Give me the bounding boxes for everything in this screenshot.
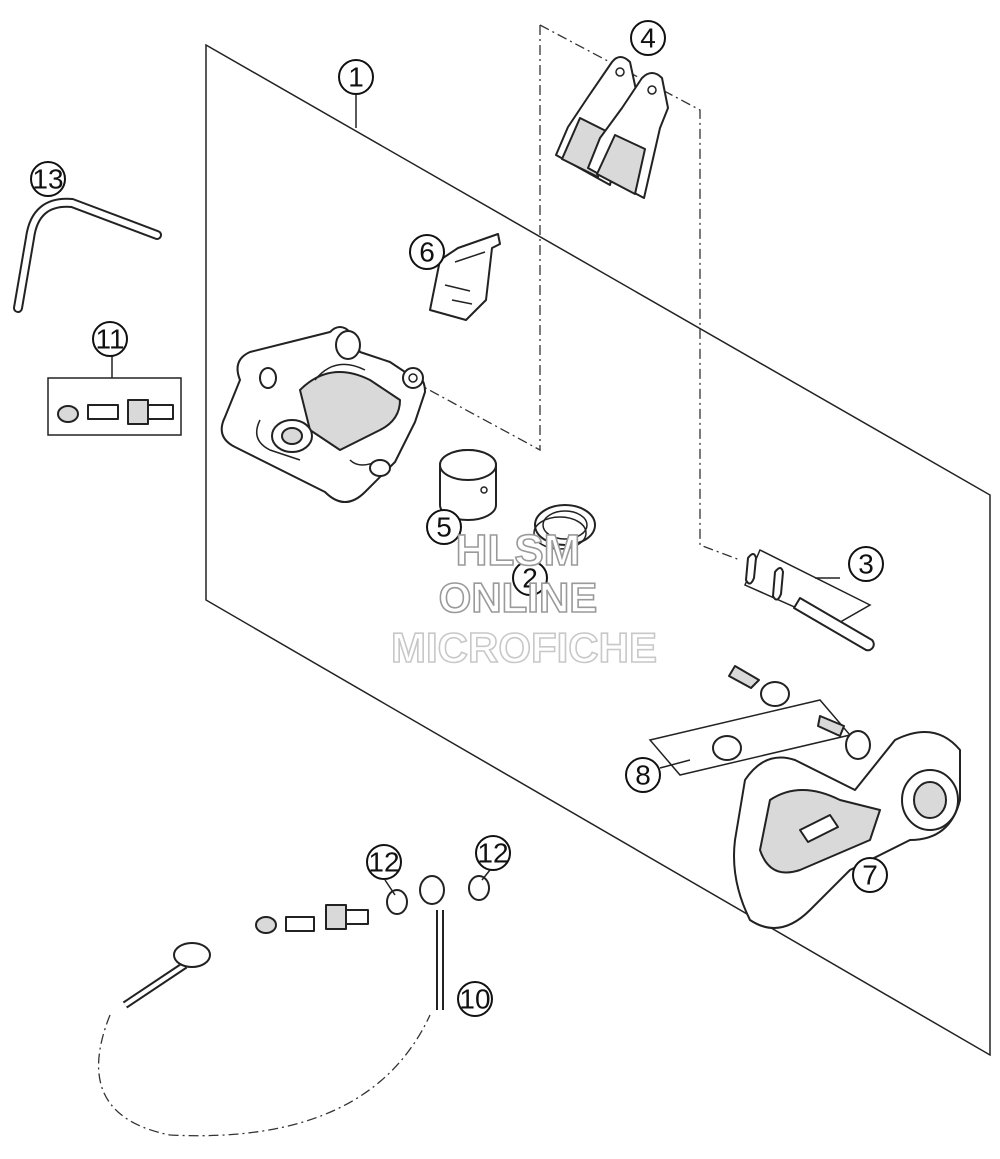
- dashed-line-pads: [419, 25, 541, 452]
- callout-12-left: 12: [366, 844, 402, 880]
- callout-1: 1: [338, 59, 374, 95]
- svg-text:7: 7: [862, 860, 878, 891]
- callout-6: 6: [409, 234, 445, 270]
- bleeder-set-part-11: [47, 355, 182, 436]
- hose-part-13: [13, 197, 162, 313]
- caliper-bracket-part-7: [733, 730, 961, 929]
- svg-text:3: 3: [858, 549, 874, 580]
- seal-ring-part-2: [533, 504, 596, 550]
- callout-2: 2: [512, 560, 548, 596]
- callout-11: 11: [92, 321, 128, 357]
- brake-pads-part-4: [555, 56, 669, 199]
- svg-text:5: 5: [436, 512, 452, 543]
- svg-text:13: 13: [32, 164, 63, 195]
- leader-12a: [384, 879, 396, 896]
- callout-12-right: 12: [475, 835, 511, 871]
- callout-3: 3: [848, 546, 884, 582]
- pad-spring-part-6: [429, 233, 501, 321]
- piston-part-5: [439, 449, 497, 521]
- svg-text:ONLINE: ONLINE: [439, 574, 598, 621]
- callout-5: 5: [426, 509, 462, 545]
- svg-text:11: 11: [95, 324, 124, 355]
- caliper-body-part-1: [220, 326, 426, 503]
- bushings-part-8: [648, 665, 852, 776]
- callout-7: 7: [852, 857, 888, 893]
- leader-12b: [481, 869, 491, 881]
- svg-text:1: 1: [348, 62, 364, 93]
- callout-4: 4: [630, 20, 666, 56]
- callout-8: 8: [625, 757, 661, 793]
- svg-text:12: 12: [477, 838, 508, 869]
- brake-line-part-10: [97, 875, 490, 1137]
- callout-13: 13: [30, 161, 66, 197]
- svg-text:12: 12: [368, 847, 399, 878]
- svg-text:10: 10: [459, 984, 490, 1015]
- svg-text:MICROFICHE: MICROFICHE: [391, 624, 657, 671]
- svg-text:8: 8: [635, 760, 651, 791]
- leader-8: [659, 759, 691, 769]
- callout-10: 10: [457, 981, 493, 1017]
- watermark: HLSM ONLINE MICROFICHE: [390, 525, 658, 672]
- svg-text:2: 2: [522, 563, 538, 594]
- assembly-frame-1: [205, 43, 991, 1057]
- pin-clips-part-3: [744, 548, 875, 652]
- svg-text:4: 4: [640, 23, 656, 54]
- svg-text:6: 6: [419, 237, 435, 268]
- svg-text:HLSM: HLSM: [456, 526, 581, 575]
